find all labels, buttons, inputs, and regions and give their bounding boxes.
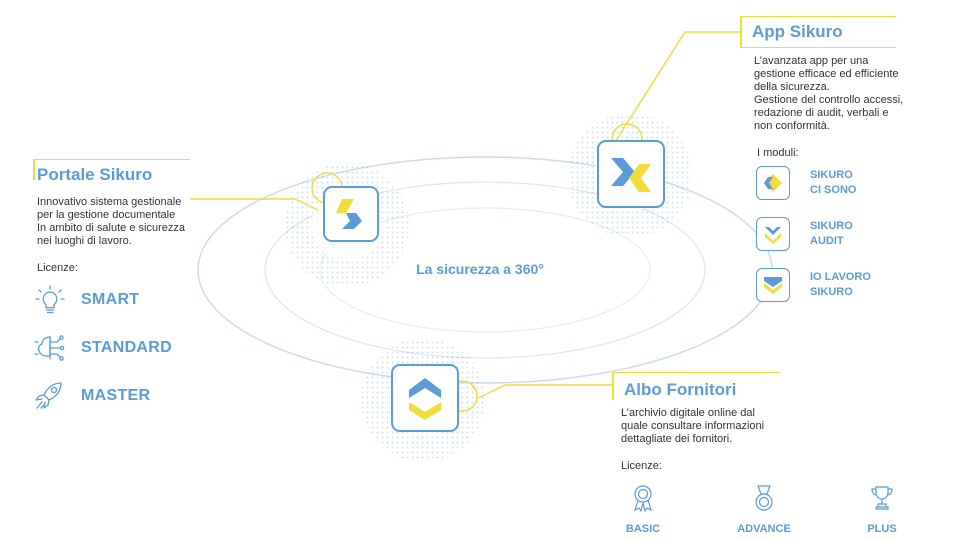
portale-license-smart: SMART — [33, 284, 139, 316]
portale-logo-tile — [323, 186, 379, 242]
center-slogan: La sicurezza a 360° — [416, 261, 544, 277]
albo-description: L’archivio digitale online dal quale con… — [621, 407, 765, 445]
portale-licenses-label: Licenze: — [37, 262, 78, 274]
app-module-io-lavoro: IO LAVORO SIKURO — [756, 268, 871, 302]
io-lavoro-module-icon — [764, 277, 782, 294]
albo-logo-tile — [391, 364, 459, 432]
license-label: PLUS — [867, 523, 897, 535]
license-label: BASIC — [625, 523, 661, 535]
circuit-brain-icon — [34, 335, 65, 361]
albo-licenses-label: Licenze: — [621, 460, 662, 472]
portale-sikuro-logo-icon — [336, 199, 362, 229]
portale-description: Innovativo sistema gestionale per la ges… — [37, 196, 185, 247]
license-label: MASTER — [81, 387, 151, 404]
app-modules-label: I moduli: — [757, 147, 799, 159]
module-tile — [756, 166, 790, 200]
module-label: SIKURO AUDIT — [810, 220, 853, 247]
app-module-audit: SIKURO AUDIT — [756, 217, 853, 251]
trophy-icon — [871, 486, 893, 510]
middle-orbit-ring — [264, 181, 706, 359]
albo-connector-line — [477, 384, 612, 399]
audit-module-icon — [765, 227, 781, 244]
license-label: SMART — [81, 291, 140, 308]
app-sikuro-logo-icon — [611, 158, 651, 192]
portale-title: Portale Sikuro — [37, 165, 153, 184]
ribbon-badge-icon — [634, 485, 652, 513]
ci-sono-module-icon — [764, 174, 782, 192]
app-module-ci-sono: SIKURO CI SONO — [756, 166, 856, 200]
module-tile — [756, 268, 790, 302]
module-label: IO LAVORO SIKURO — [810, 271, 871, 298]
app-title: App Sikuro — [752, 22, 843, 41]
app-logo-tile — [597, 140, 665, 208]
license-label: ADVANCE — [737, 523, 791, 535]
rocket-icon — [35, 382, 62, 409]
albo-license-advance: ADVANCE — [724, 484, 804, 535]
module-label: SIKURO CI SONO — [810, 169, 857, 196]
portale-license-master: MASTER — [33, 380, 150, 412]
portale-license-standard: STANDARD — [33, 332, 172, 364]
albo-title: Albo Fornitori — [624, 380, 737, 399]
license-label: STANDARD — [81, 339, 172, 356]
app-description: L’avanzata app per una gestione efficace… — [754, 55, 904, 132]
module-tile — [756, 217, 790, 251]
albo-fornitori-logo-icon — [409, 378, 441, 420]
portale-connector-line — [190, 198, 319, 211]
app-connector-line — [614, 31, 740, 143]
albo-license-plus: PLUS — [842, 484, 922, 535]
lightbulb-icon — [35, 285, 65, 314]
albo-license-basic: BASIC — [603, 484, 683, 535]
medal-icon — [755, 485, 773, 511]
